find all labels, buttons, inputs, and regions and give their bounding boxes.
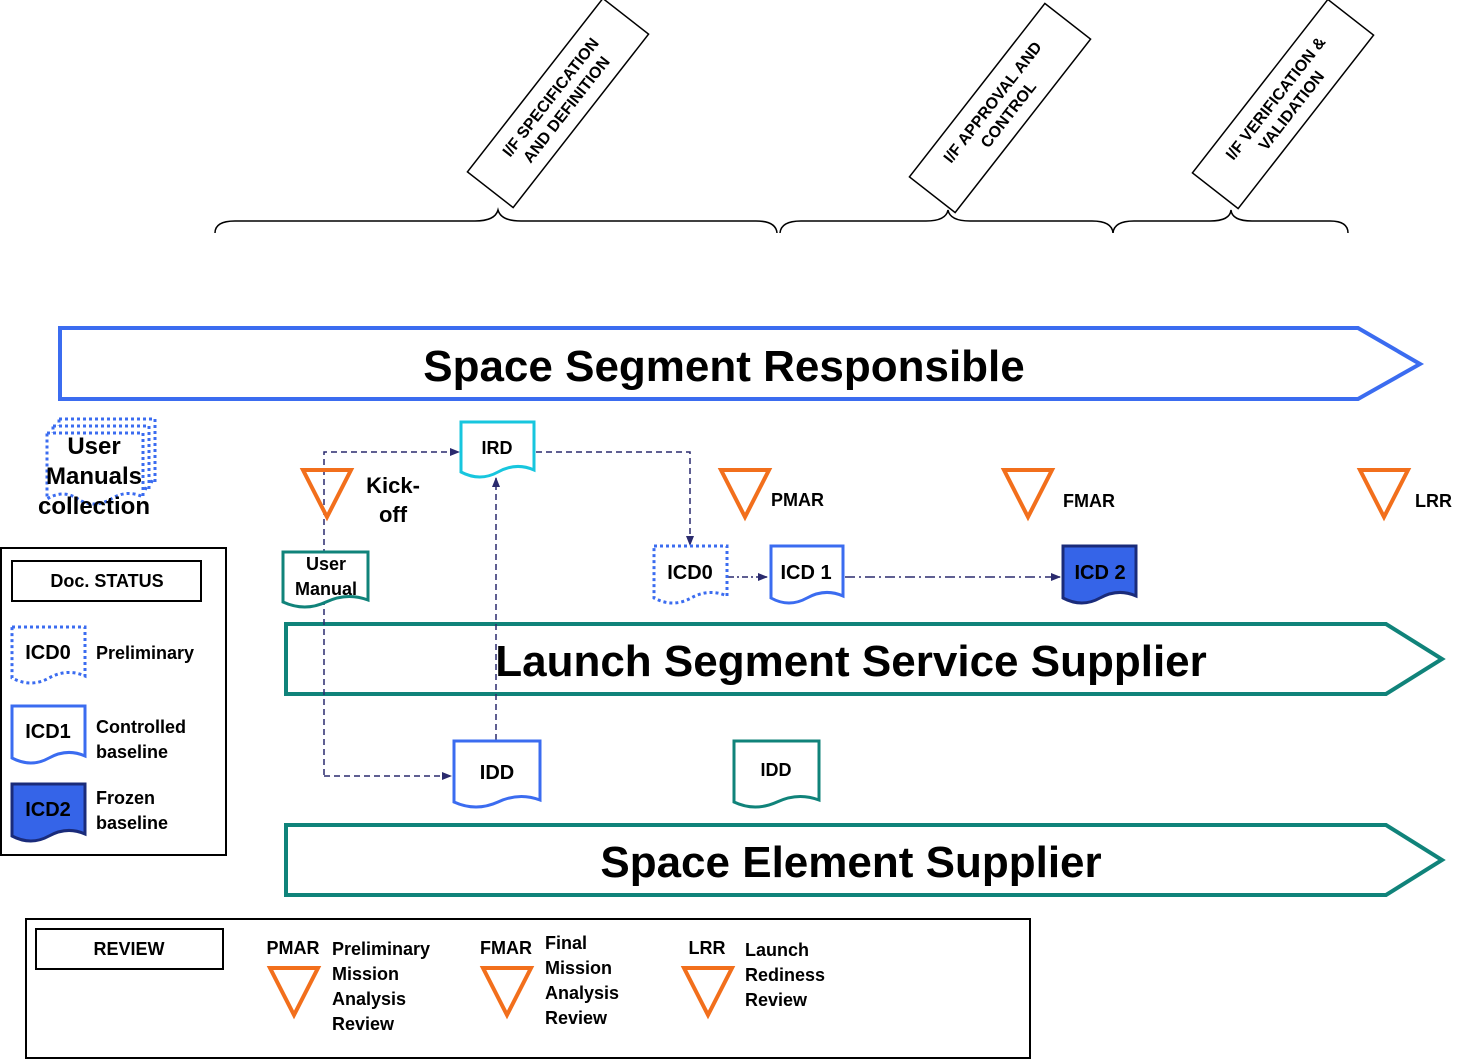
band-launch-segment-arrow <box>284 622 1446 696</box>
doc-icd1-shape <box>769 544 845 605</box>
legend-icd2-desc-line1: Frozen <box>96 788 155 808</box>
legend-pmar-desc-line2: Mission <box>332 964 399 984</box>
legend-icd1-desc-line1: Controlled <box>96 717 186 737</box>
band-space-segment-label: Space Segment Responsible <box>423 342 1025 391</box>
doc-idd-launch-label: IDD <box>761 760 792 780</box>
doc-idd-supplier: IDD <box>452 739 542 809</box>
legend-pmar-desc-line3: Analysis <box>332 989 406 1009</box>
fmar-label: FMAR <box>1063 491 1115 511</box>
user-manuals-collection: User Manuals collection <box>38 417 157 520</box>
doc-icd0-label: ICD0 <box>667 562 713 584</box>
legend-fmar-desc-line1: Final <box>545 933 587 953</box>
um-collection-line2: Manuals <box>46 463 142 490</box>
phase-callout-approval: I/F APPROVAL AND CONTROL <box>908 2 1092 214</box>
doc-icd2: ICD 2 <box>1061 544 1138 605</box>
legend-fmar-triangle-icon <box>479 966 535 1020</box>
legend-pmar-desc-line4: Review <box>332 1014 395 1034</box>
milestone-lrr: LRR <box>1356 468 1452 522</box>
band-space-element-arrow <box>284 823 1446 897</box>
legend-icd1-desc-line2: baseline <box>96 742 168 762</box>
doc-idd-supplier-shape <box>452 739 542 809</box>
legend-icd1-icon <box>10 704 87 765</box>
legend-lrr-triangle-icon <box>680 966 736 1020</box>
flow-arrows <box>323 448 1061 780</box>
band-launch-segment: Launch Segment Service Supplier <box>284 622 1446 696</box>
phase-callout-spec: I/F SPECIFICATION AND DEFINITION <box>466 0 650 209</box>
legend-pmar-desc-line1: Preliminary <box>332 939 430 959</box>
doc-idd-launch-shape <box>732 739 821 809</box>
legend-lrr-desc-line2: Rediness <box>745 965 825 985</box>
legend-review-title-box <box>35 928 224 970</box>
doc-idd-launch: IDD <box>732 739 821 809</box>
legend-icd0-icon <box>10 625 87 685</box>
doc-user-manual-line1: User <box>306 554 346 574</box>
doc-icd1-label: ICD 1 <box>780 562 831 584</box>
arrow-ird-to-icd0 <box>536 451 694 546</box>
doc-ird-label: IRD <box>482 438 513 458</box>
pmar-label: PMAR <box>771 490 824 510</box>
milestone-fmar: FMAR <box>1000 468 1115 522</box>
legend-review-title: REVIEW <box>93 939 164 959</box>
phase-approval-box <box>908 2 1092 214</box>
legend-status-title: Doc. STATUS <box>50 571 163 591</box>
legend-fmar-desc-line4: Review <box>545 1008 608 1028</box>
band-launch-segment-label: Launch Segment Service Supplier <box>495 637 1207 686</box>
arrow-usermanual-to-ird <box>323 448 460 775</box>
um-stack-front <box>45 431 145 506</box>
milestone-pmar: PMAR <box>717 468 824 522</box>
lrr-label: LRR <box>1415 491 1452 511</box>
band-space-element: Space Element Supplier <box>284 823 1446 897</box>
band-space-segment-arrow <box>58 326 1425 401</box>
brace-verification <box>1112 209 1349 234</box>
fmar-triangle-icon <box>1000 468 1056 522</box>
legend-review: REVIEW PMAR Preliminary Mission Analysis… <box>25 918 1031 1059</box>
legend-icd2-icon <box>10 782 87 843</box>
legend-pmar-triangle-icon <box>266 966 322 1020</box>
brace-approval <box>779 209 1114 234</box>
um-collection-line3: collection <box>38 493 150 520</box>
legend-icd2-icon-label: ICD2 <box>25 799 71 821</box>
legend-fmar-desc-line2: Mission <box>545 958 612 978</box>
legend-doc-status: Doc. STATUS ICD0 Preliminary ICD1 Contro… <box>0 547 227 856</box>
doc-ird: IRD <box>459 420 536 479</box>
legend-fmar-desc-line3: Analysis <box>545 983 619 1003</box>
band-space-element-label: Space Element Supplier <box>600 838 1101 887</box>
legend-icd2-desc-line2: baseline <box>96 813 168 833</box>
lrr-triangle-icon <box>1356 468 1412 522</box>
pmar-triangle-icon <box>717 468 773 522</box>
brace-spec <box>214 207 778 234</box>
kickoff-triangle-icon <box>299 468 355 522</box>
phase-spec-box <box>466 0 650 209</box>
kickoff-milestone: Kick- off <box>299 468 420 527</box>
um-collection-line1: User <box>67 433 120 460</box>
legend-fmar-abbr: FMAR <box>480 938 532 958</box>
phase-verification-box <box>1191 0 1375 210</box>
band-space-segment: Space Segment Responsible <box>58 326 1425 401</box>
doc-icd2-label: ICD 2 <box>1074 562 1125 584</box>
legend-lrr-desc-line1: Launch <box>745 940 809 960</box>
doc-idd-supplier-label: IDD <box>480 762 514 784</box>
kickoff-label-line2: off <box>379 502 408 527</box>
doc-user-manual-shape <box>281 550 370 609</box>
legend-status-title-box <box>11 560 202 602</box>
phase-braces <box>214 207 1349 234</box>
doc-icd1: ICD 1 <box>769 544 845 605</box>
doc-icd0: ICD0 <box>652 544 729 605</box>
legend-lrr-desc-line3: Review <box>745 990 808 1010</box>
legend-icd0-icon-label: ICD0 <box>25 642 71 664</box>
kickoff-label-line1: Kick- <box>366 473 420 498</box>
doc-ird-shape <box>459 420 536 479</box>
legend-pmar-abbr: PMAR <box>267 938 320 958</box>
doc-user-manual-line2: Manual <box>295 579 357 599</box>
legend-icd1-icon-label: ICD1 <box>25 721 71 743</box>
phase-callout-verification: I/F VERIFICATION & VALIDATION <box>1191 0 1375 210</box>
doc-icd0-shape <box>652 544 729 605</box>
doc-icd2-shape <box>1061 544 1138 605</box>
legend-lrr-abbr: LRR <box>689 938 726 958</box>
legend-icd0-desc: Preliminary <box>96 643 194 663</box>
doc-user-manual: User Manual <box>281 550 370 609</box>
